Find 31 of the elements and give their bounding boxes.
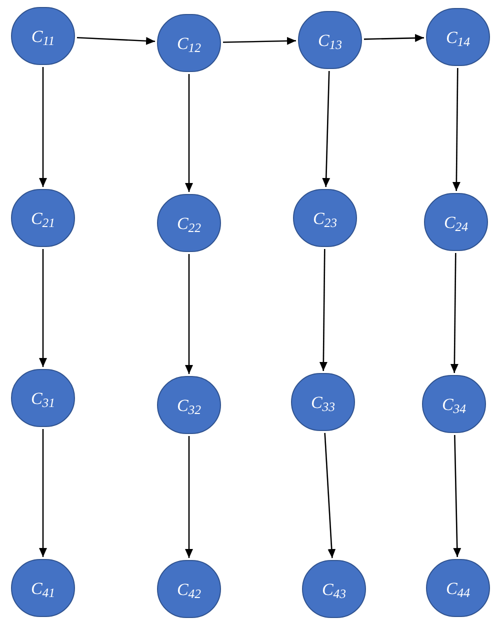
node-label: C$_{34}$ xyxy=(442,396,466,412)
arrow xyxy=(319,249,328,371)
arrow xyxy=(39,429,47,557)
arrow xyxy=(324,432,336,558)
node-label: C$_{12}$ xyxy=(176,34,202,52)
node-label: C$_{32}$ xyxy=(176,396,202,414)
node-label: C$_{24}$ xyxy=(444,214,468,230)
arrow xyxy=(185,74,193,192)
node-label: C$_{33}$ xyxy=(310,394,336,410)
arrow xyxy=(185,254,193,374)
arrow xyxy=(364,34,424,42)
arrow xyxy=(39,249,47,367)
node-label: C$_{44}$ xyxy=(446,580,470,596)
arrow xyxy=(39,67,47,187)
arrow xyxy=(322,70,330,188)
node-label: C$_{31}$ xyxy=(30,390,56,406)
arrow xyxy=(450,253,458,373)
node-label: C$_{13}$ xyxy=(318,32,342,48)
node-label: C$_{14}$ xyxy=(446,28,470,46)
arrow xyxy=(185,436,193,558)
arrow xyxy=(76,36,156,45)
arrow xyxy=(453,434,462,558)
node-label: C$_{23}$ xyxy=(312,210,338,226)
node-label: C$_{41}$ xyxy=(30,580,56,596)
node-label: C$_{42}$ xyxy=(176,580,202,598)
node-label: C$_{43}$ xyxy=(322,580,346,598)
node-label: C$_{21}$ xyxy=(30,210,56,226)
node-label: C$_{11}$ xyxy=(31,28,55,44)
arrow xyxy=(222,36,296,45)
node-label: C$_{22}$ xyxy=(176,214,202,232)
arrow xyxy=(452,68,460,191)
